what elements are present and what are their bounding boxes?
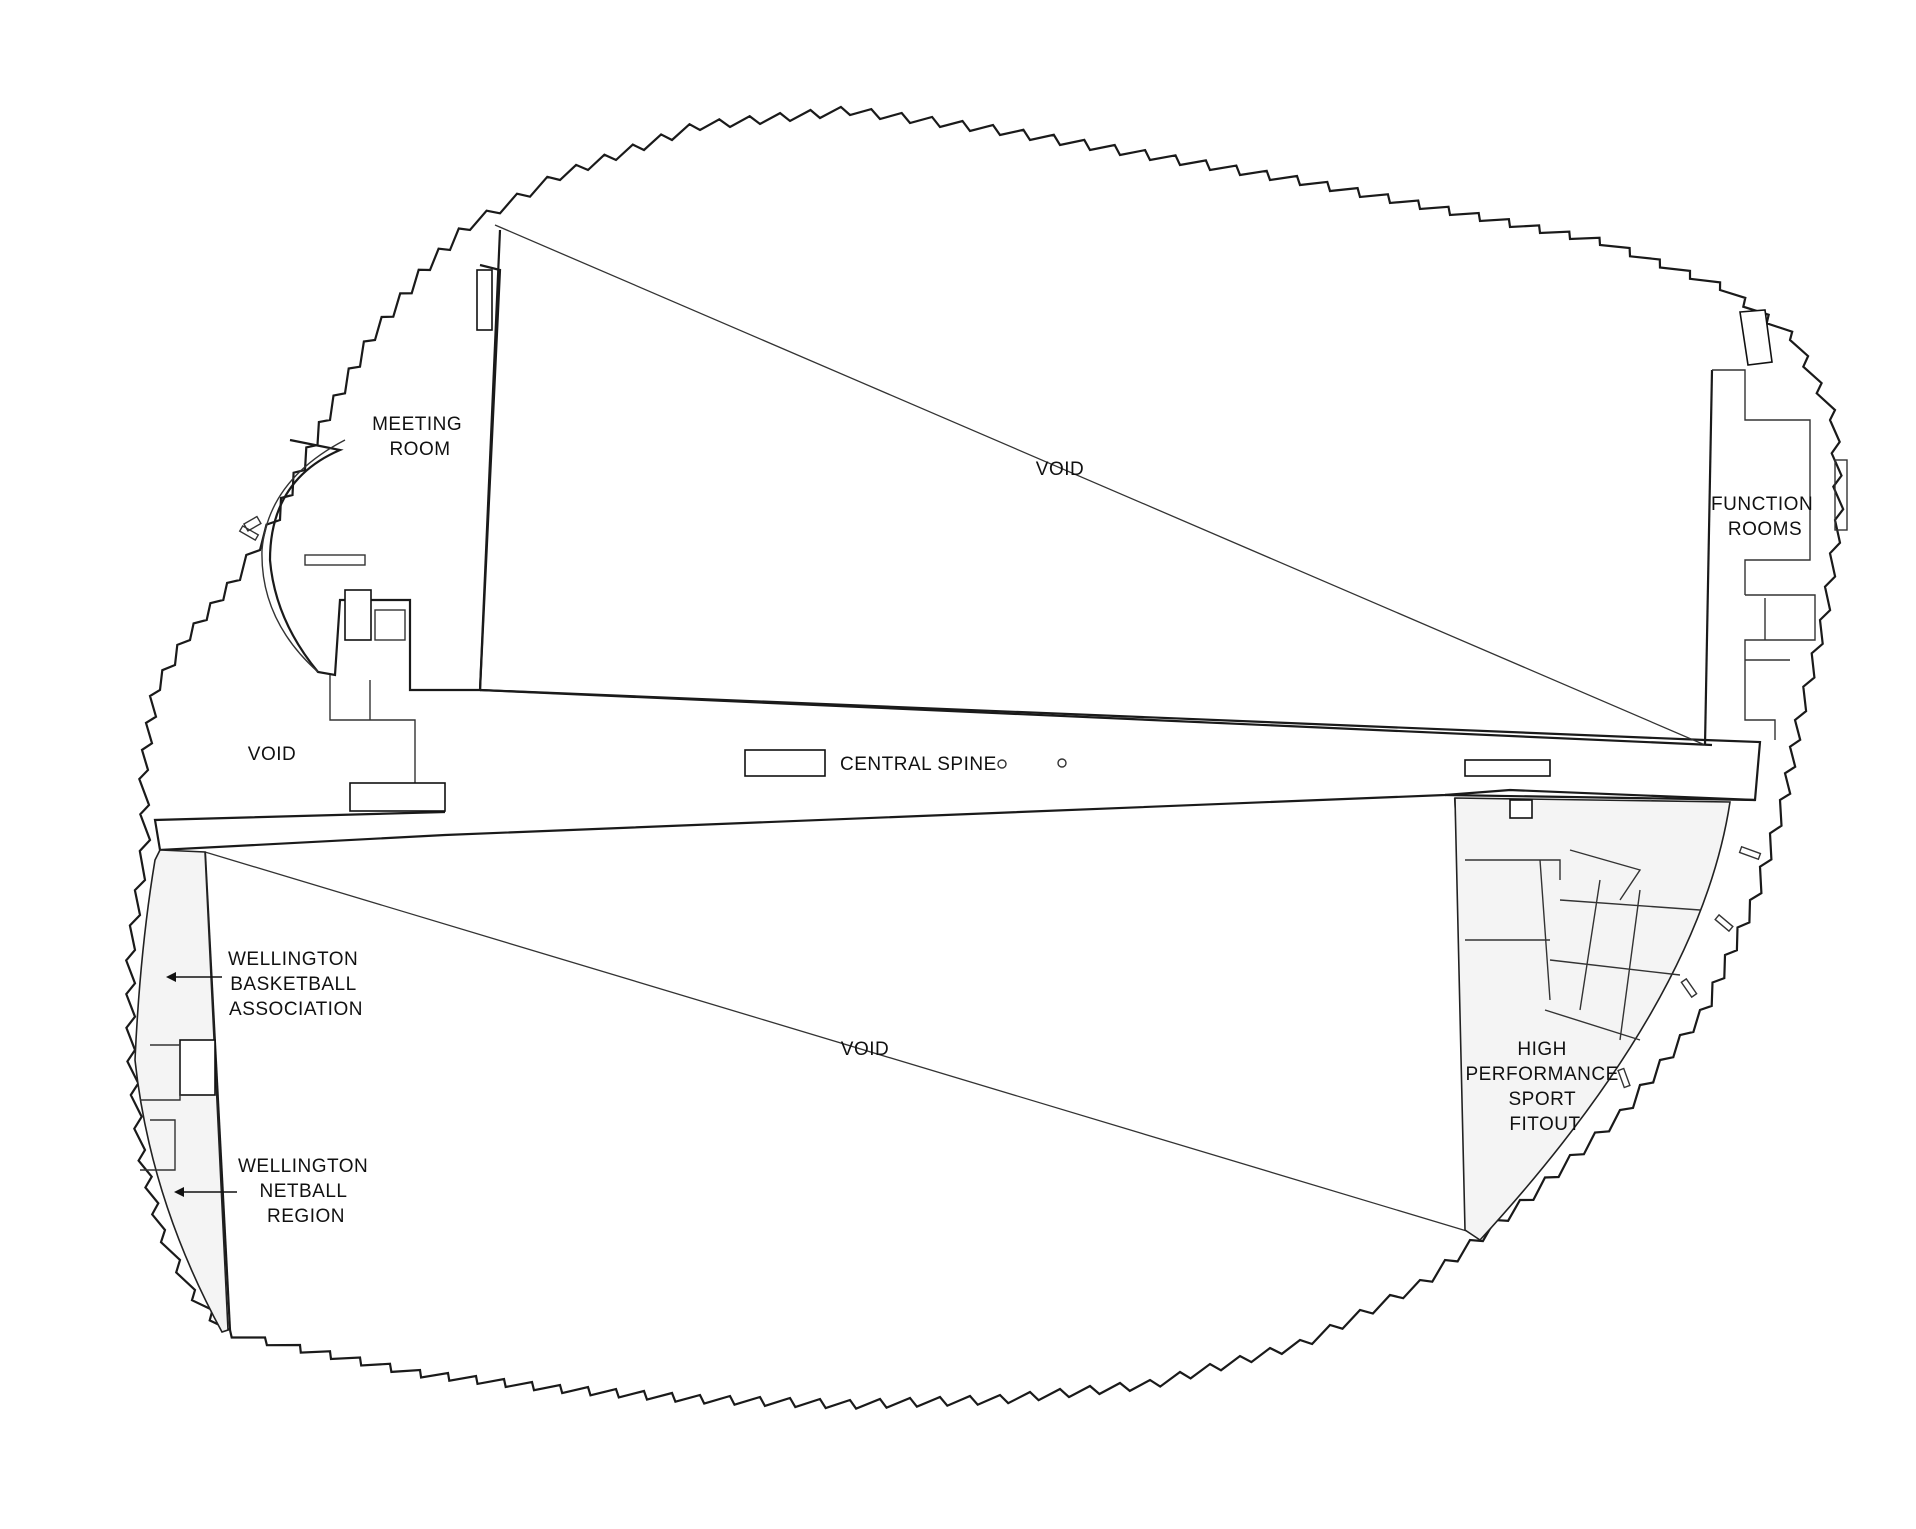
- central-spine-label: CENTRAL SPINE: [840, 754, 997, 775]
- void-left-label: VOID: [248, 744, 296, 765]
- west-stair: [179, 1039, 216, 1096]
- hp-lift: [1509, 799, 1533, 819]
- basketball-label: WELLINGTON BASKETBALL ASSOCIATION: [228, 949, 364, 1020]
- basketball-arrow: [166, 972, 222, 982]
- west-offices-wing: [134, 849, 229, 1333]
- outer-facade: [124, 105, 1845, 1410]
- netball-label: WELLINGTON NETBALL REGION: [238, 1156, 374, 1227]
- void-bottom-diagonal: [204, 851, 1481, 1236]
- void-bottom-label: VOID: [841, 1039, 889, 1060]
- meeting-room-wing: [242, 263, 502, 800]
- spine-stair-center: [744, 749, 826, 777]
- netball-arrow: [174, 1187, 237, 1197]
- function-rooms-wing: [1712, 309, 1816, 740]
- high-performance-wing: [1454, 797, 1731, 1242]
- meeting-room-label: MEETING ROOM: [372, 414, 468, 460]
- spine-stair-right: [1464, 759, 1551, 777]
- void-top-diagonal: [494, 224, 1706, 746]
- high-performance-label: HIGH PERFORMANCE SPORT FITOUT: [1465, 1039, 1624, 1135]
- core-stair: [344, 589, 372, 641]
- void-top-label: VOID: [1036, 459, 1084, 480]
- spine-stair-left: [349, 782, 446, 812]
- function-rooms-label: FUNCTION ROOMS: [1711, 494, 1819, 540]
- central-spine: [153, 688, 1762, 852]
- meeting-stair: [476, 269, 493, 331]
